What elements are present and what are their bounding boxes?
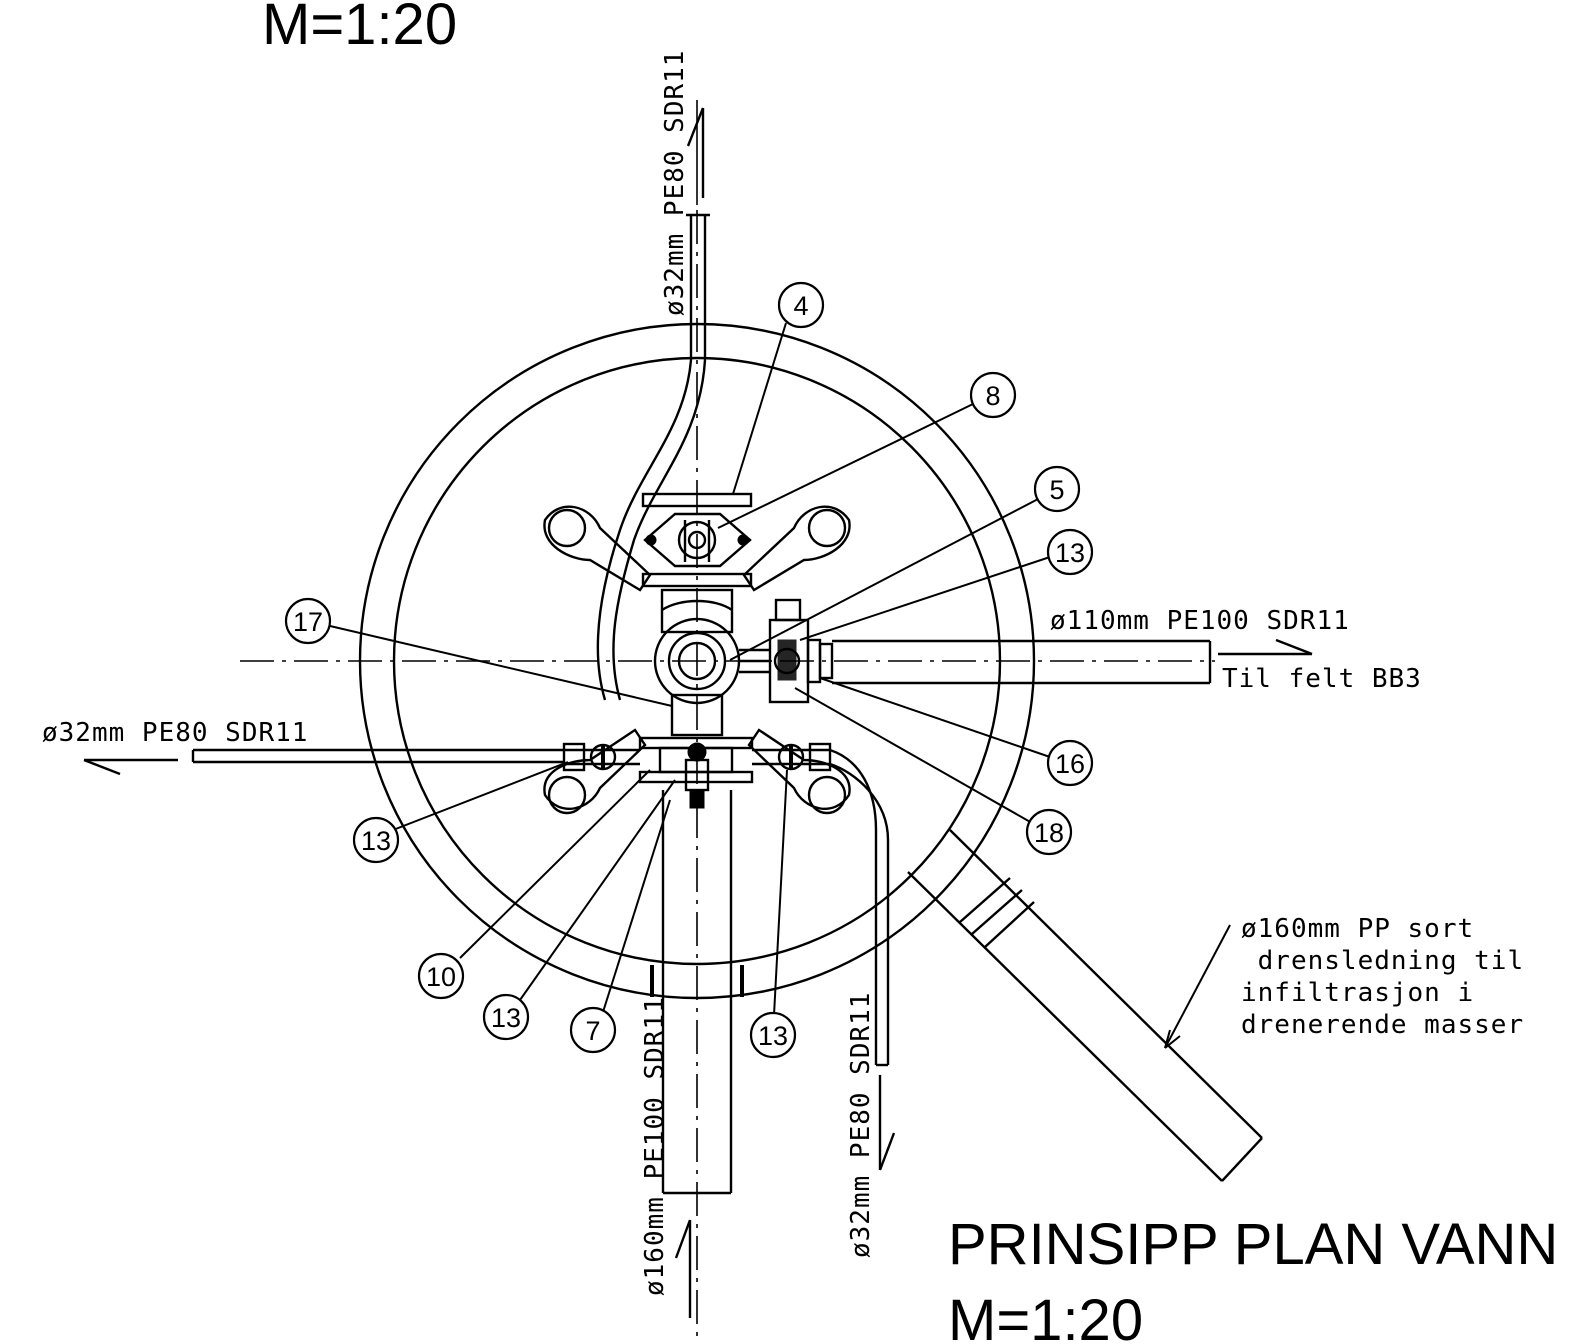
svg-text:13: 13 — [361, 826, 391, 856]
leader-lines — [329, 322, 1231, 1049]
svg-text:drenerende masser: drenerende masser — [1241, 1010, 1524, 1040]
drawing-title: PRINSIPP PLAN VANN — [948, 1212, 1558, 1277]
drain-note: ø160mm PP sort drensledning til infiltra… — [1241, 914, 1524, 1040]
callout-17: 17 — [284, 597, 332, 645]
svg-text:7: 7 — [585, 1016, 600, 1046]
flow-arrow-left — [83, 758, 178, 776]
label-pipe-bottom-center: ø160mm PE100 SDR11 — [640, 996, 670, 1296]
callout-13-bottom-left: 13 — [482, 993, 530, 1041]
flow-arrow-top — [686, 107, 705, 198]
flow-arrow-bottom — [674, 1219, 692, 1318]
label-pipe-right: ø110mm PE100 SDR11 — [1050, 606, 1350, 636]
label-pipe-right-destination: Til felt BB3 — [1222, 664, 1422, 694]
valve-right — [768, 598, 834, 704]
manhole-outer-ring — [358, 322, 1036, 1000]
valve-assembly-top — [641, 492, 753, 634]
callout-4: 4 — [777, 281, 825, 329]
flow-arrow-right — [1218, 638, 1313, 656]
svg-text:8: 8 — [985, 381, 1000, 411]
flow-arrow-bottom-right — [878, 1075, 896, 1171]
svg-text:18: 18 — [1034, 818, 1064, 848]
callout-5: 5 — [1033, 465, 1081, 513]
svg-text:10: 10 — [426, 962, 456, 992]
manifold-bottom — [562, 736, 832, 809]
pipe-top — [596, 100, 710, 701]
svg-text:13: 13 — [491, 1003, 521, 1033]
callout-13-right-top: 13 — [1046, 528, 1094, 576]
callout-10: 10 — [417, 952, 465, 1000]
svg-text:17: 17 — [293, 607, 323, 637]
pipe-bottom-right-32 — [829, 748, 890, 1067]
pipe-left-32 — [191, 748, 564, 764]
pipe-right-110 — [832, 639, 1212, 685]
label-pipe-top: ø32mm PE80 SDR11 — [660, 50, 690, 316]
svg-text:4: 4 — [793, 291, 808, 321]
support-frame — [543, 505, 851, 815]
pipe-bottom-160 — [650, 790, 744, 1195]
svg-text:13: 13 — [758, 1021, 788, 1051]
central-tee — [653, 617, 770, 737]
svg-text:5: 5 — [1049, 475, 1064, 505]
callout-13-left: 13 — [352, 816, 400, 864]
scale-label-bottom: M=1:20 — [948, 1288, 1143, 1344]
callout-16: 16 — [1046, 739, 1094, 787]
scale-label-top: M=1:20 — [262, 0, 457, 57]
callout-18: 18 — [1025, 808, 1073, 856]
label-pipe-bottom-right: ø32mm PE80 SDR11 — [846, 992, 876, 1258]
callout-13-bottom-right: 13 — [749, 1011, 797, 1059]
svg-text:16: 16 — [1055, 749, 1085, 779]
callout-7: 7 — [569, 1006, 617, 1054]
svg-text:13: 13 — [1055, 538, 1085, 568]
svg-text:drensledning til: drensledning til — [1241, 946, 1524, 976]
callout-8: 8 — [969, 371, 1017, 419]
drain-pipe — [907, 829, 1263, 1182]
svg-text:ø160mm PP sort: ø160mm PP sort — [1241, 914, 1474, 944]
label-pipe-left: ø32mm PE80 SDR11 — [42, 718, 308, 748]
svg-text:infiltrasjon i: infiltrasjon i — [1241, 978, 1474, 1008]
manhole-inner-ring — [392, 356, 1002, 966]
